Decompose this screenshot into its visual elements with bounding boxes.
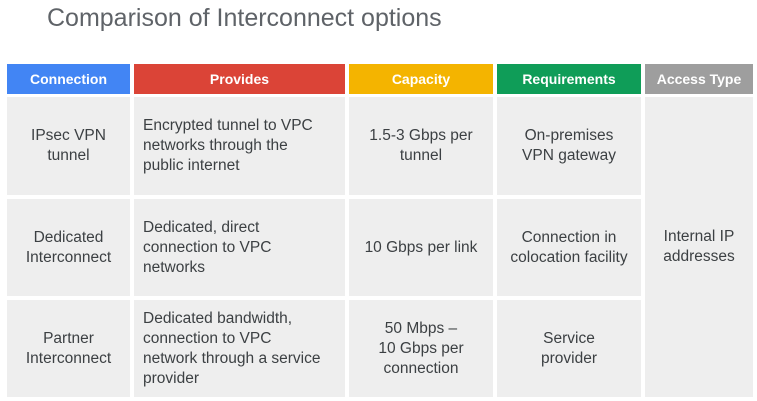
cell-text: Connection in colocation facility [510, 228, 628, 266]
cell-text: Dedicated, direct connection to VPC netw… [143, 218, 272, 276]
table-cell-connection: Dedicated Interconnect [7, 199, 130, 296]
table-cell-provides: Dedicated, direct connection to VPC netw… [134, 199, 345, 296]
column-header-access-type: Access Type [645, 64, 753, 94]
table-cell-requirements: Service provider [497, 300, 641, 397]
cell-text: 50 Mbps – 10 Gbps per connection [378, 319, 464, 377]
column-header-requirements: Requirements [497, 64, 641, 94]
cell-text: Dedicated Interconnect [25, 228, 112, 266]
table-cell-requirements: Connection in colocation facility [497, 199, 641, 296]
cell-text: Partner Interconnect [25, 329, 112, 367]
column-header-connection: Connection [7, 64, 130, 94]
table-cell-connection: IPsec VPN tunnel [7, 97, 130, 195]
cell-text: Service provider [541, 329, 597, 367]
cell-text: 1.5-3 Gbps per tunnel [369, 127, 473, 164]
column-header-provides: Provides [134, 64, 345, 94]
column-header-capacity: Capacity [349, 64, 493, 94]
cell-text: Dedicated bandwidth, connection to VPC n… [143, 309, 321, 387]
cell-text: Encrypted tunnel to VPC networks through… [143, 117, 313, 174]
table-cell-provides: Dedicated bandwidth, connection to VPC n… [134, 300, 345, 397]
slide-title: Comparison of Interconnect options [47, 4, 442, 32]
cell-text: On-premises VPN gateway [522, 127, 616, 164]
cell-text: IPsec VPN tunnel [31, 127, 106, 164]
table-cell-capacity: 10 Gbps per link [349, 199, 493, 296]
cell-text: 10 Gbps per link [364, 238, 478, 256]
table-cell-access-type: Internal IP addresses [645, 97, 753, 397]
table-cell-provides: Encrypted tunnel to VPC networks through… [134, 97, 345, 195]
table-cell-capacity: 1.5-3 Gbps per tunnel [349, 97, 493, 195]
table-cell-capacity: 50 Mbps – 10 Gbps per connection [349, 300, 493, 397]
cell-text: Internal IP addresses [663, 228, 735, 265]
table-cell-connection: Partner Interconnect [7, 300, 130, 397]
table-cell-requirements: On-premises VPN gateway [497, 97, 641, 195]
